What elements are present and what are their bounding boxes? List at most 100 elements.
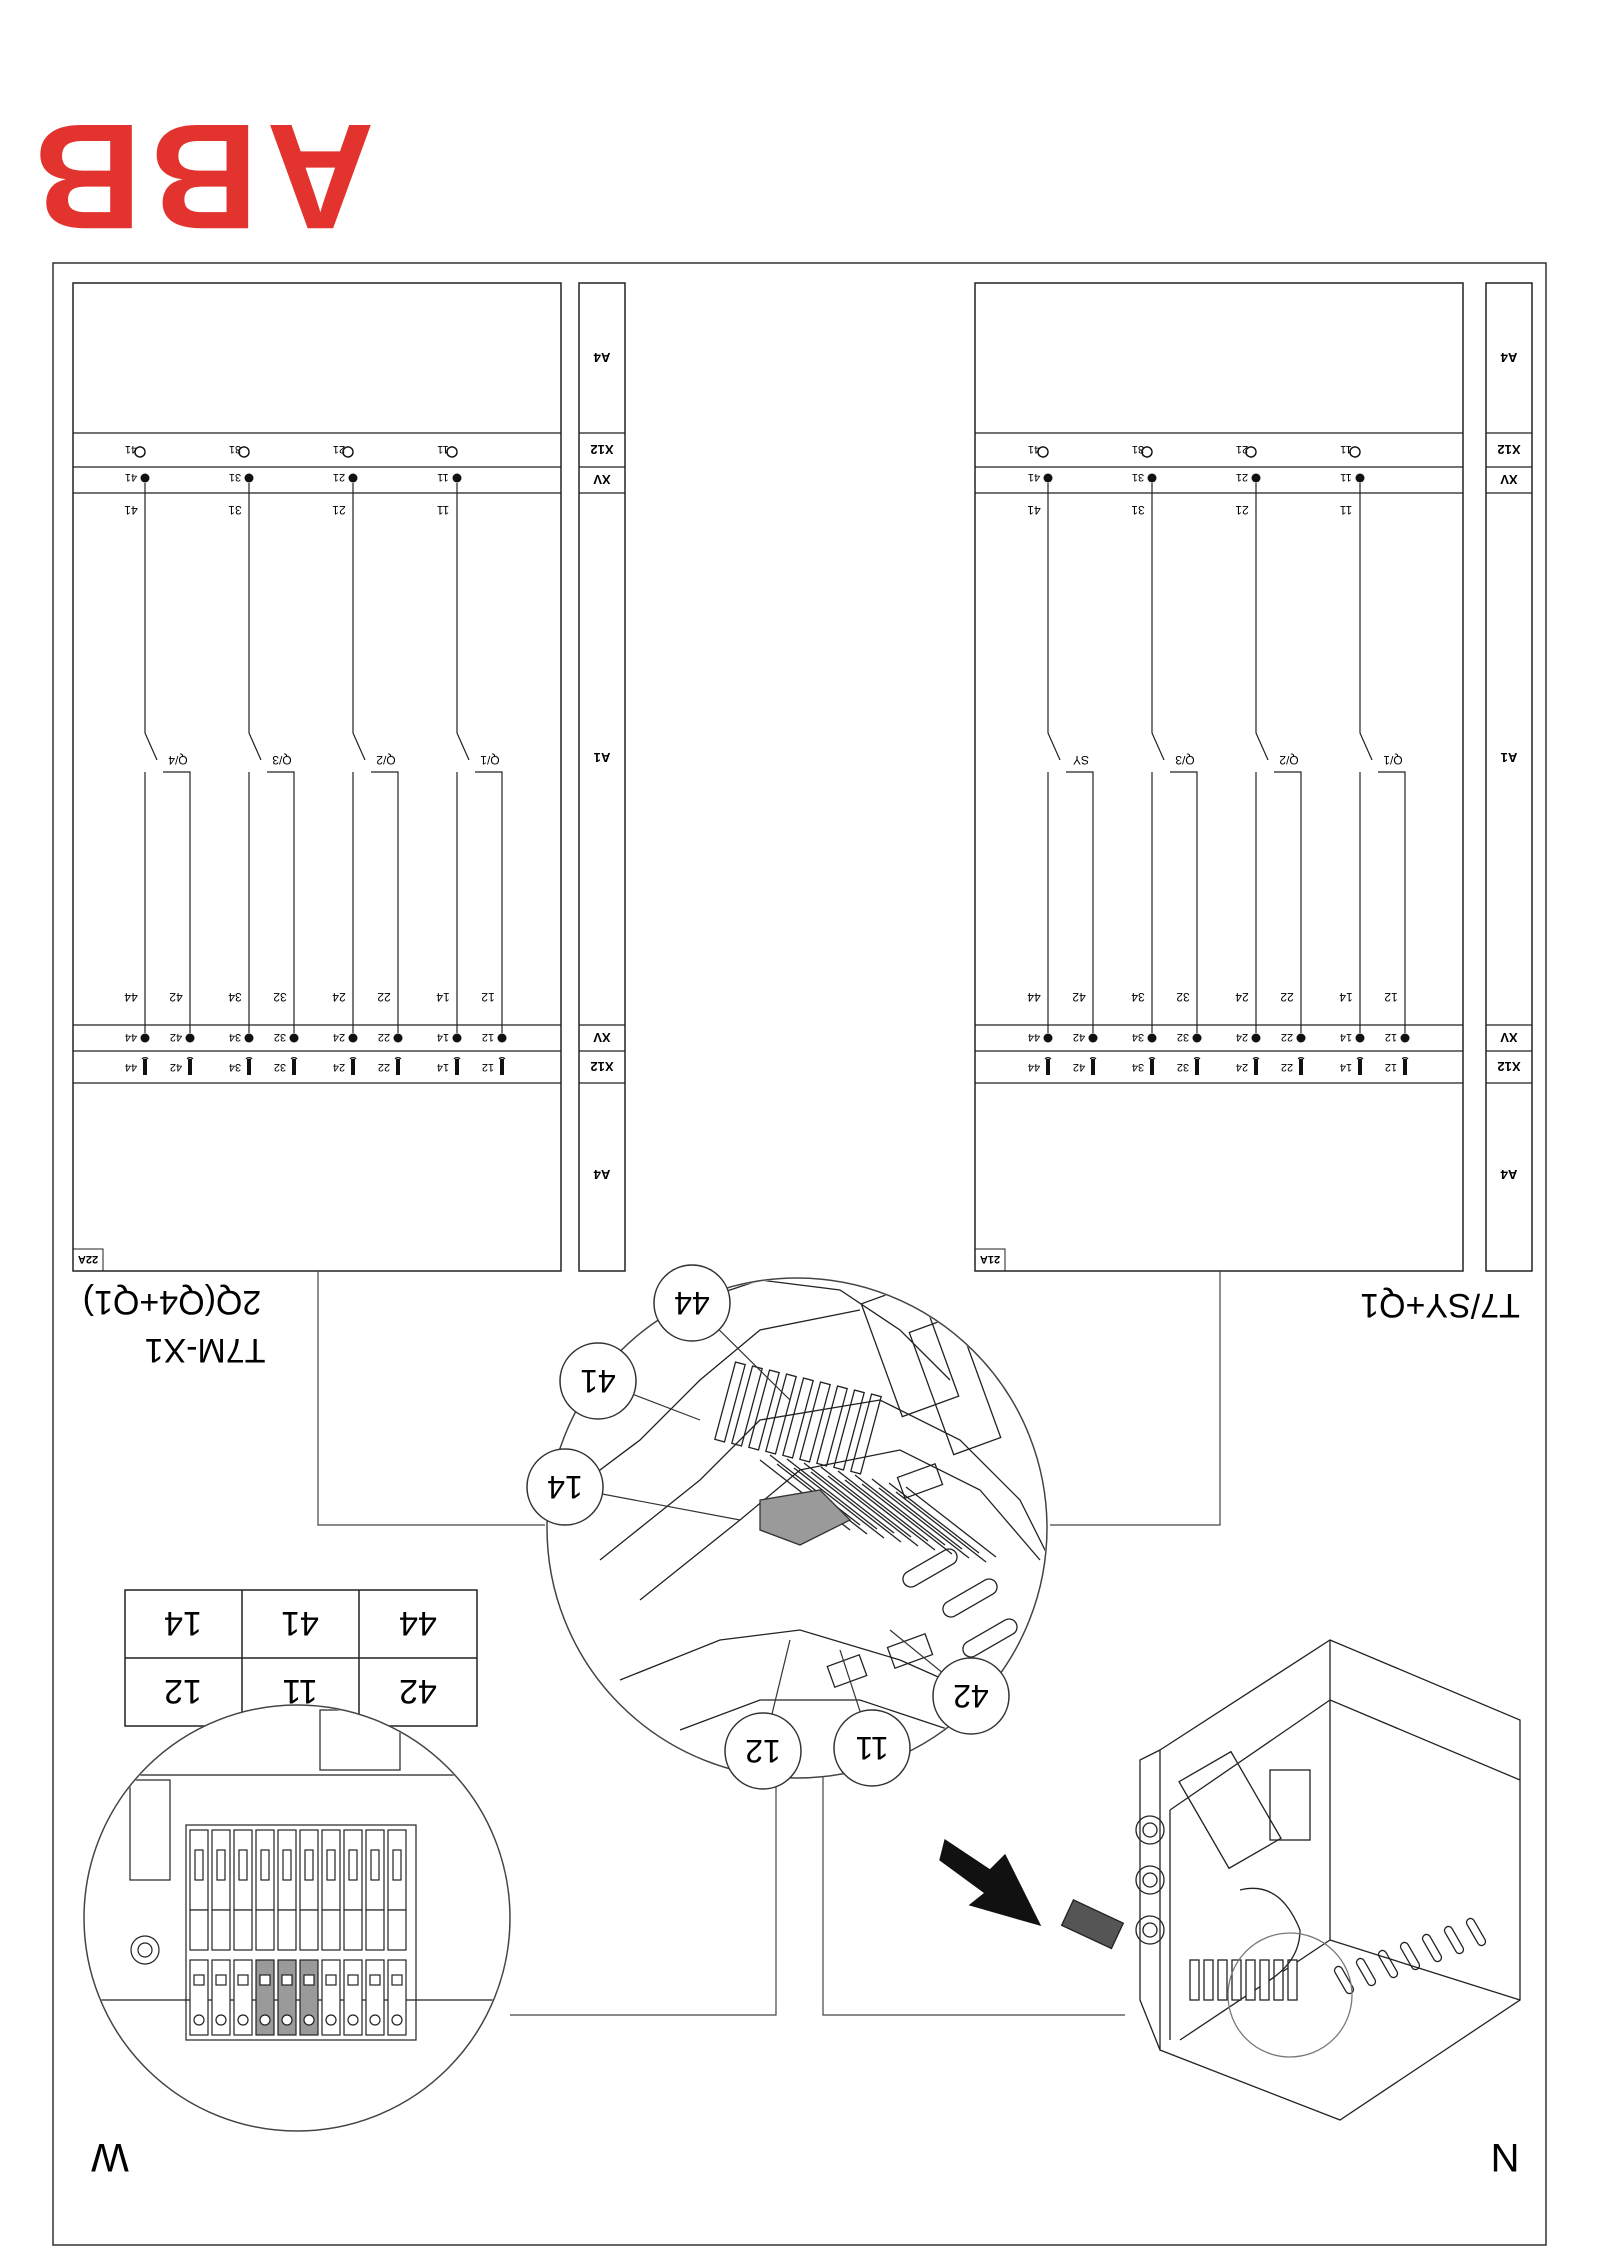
callout-label: 44 (674, 1285, 710, 1321)
corner-label-left: W (91, 2135, 129, 2179)
logo-text: ABB (26, 93, 375, 261)
terminal-label: 22 (1281, 1061, 1293, 1073)
terminal-label: 42 (1073, 1031, 1085, 1043)
breaker-illustration (939, 1639, 1521, 2121)
terminal-label: 12 (482, 1061, 494, 1073)
page-frame (52, 262, 1547, 2246)
row-label-xv-bottom: XV (1500, 1030, 1518, 1045)
wire-label: 32 (273, 990, 287, 1004)
wire-label: 21 (1235, 503, 1249, 517)
contact-name: Q/2 (376, 753, 396, 767)
sheet-id: 21A (980, 1253, 1000, 1265)
terminal-label: 31 (1132, 471, 1144, 483)
terminal-label: 42 (170, 1061, 182, 1073)
contact-name: Q/1 (1383, 753, 1403, 767)
row-label-middle: A1 (1501, 750, 1518, 765)
terminal-label: 32 (274, 1061, 286, 1073)
row-label-xv: XV (593, 472, 611, 487)
row-label-top: A4 (593, 350, 610, 365)
callout-label: 12 (745, 1733, 781, 1769)
terminal-label: 44 (1028, 1061, 1040, 1073)
abb-logo: ABB (26, 93, 375, 261)
wire-label: 12 (481, 990, 495, 1004)
contact-name: Q/2 (1279, 753, 1299, 767)
row-label-top: A4 (1500, 350, 1517, 365)
row-label-x12-bottom: X12 (590, 1059, 613, 1074)
leader-lines (317, 1271, 1221, 2016)
terminal-label: 44 (125, 1031, 137, 1043)
wire-label: 41 (1027, 503, 1041, 517)
terminal-label: 42 (170, 1031, 182, 1043)
terminal-label: 21 (1236, 443, 1248, 455)
wire-label: 21 (332, 503, 346, 517)
terminal-label: 44 (125, 1061, 137, 1073)
terminal-label: 14 (1340, 1031, 1352, 1043)
caption: T7/SY+Q1 (1360, 1286, 1520, 1324)
row-label-bottom: A4 (593, 1167, 610, 1182)
wire-label: 42 (169, 990, 183, 1004)
terminal-label: 22 (1281, 1031, 1293, 1043)
wire-label: 22 (1280, 990, 1294, 1004)
sheet-id: 22A (78, 1253, 98, 1265)
wire-label: 34 (228, 990, 242, 1004)
row-label-x12: X12 (590, 442, 613, 457)
callout-label: 14 (547, 1469, 583, 1505)
row-label-xv-bottom: XV (593, 1030, 611, 1045)
terminal-label: 24 (1236, 1061, 1248, 1073)
terminal-label: 34 (229, 1031, 241, 1043)
terminal-label: 21 (333, 471, 345, 483)
wire-label: 34 (1131, 990, 1145, 1004)
terminal-label: 11 (1340, 471, 1351, 483)
contact-name: Q/3 (272, 753, 292, 767)
wire-label: 44 (1027, 990, 1041, 1004)
terminal-label: 14 (437, 1031, 449, 1043)
corner-label-right: N (1491, 2135, 1520, 2179)
wire-label: 31 (228, 503, 242, 517)
callout-42: 42 (889, 1629, 1010, 1735)
wire-label: 24 (332, 990, 346, 1004)
terminal-label: 32 (274, 1031, 286, 1043)
wire-label: 24 (1235, 990, 1249, 1004)
terminal-label: 22 (378, 1031, 390, 1043)
contact-name: Q/4 (168, 753, 188, 767)
terminal-label: 14 (437, 1061, 449, 1073)
callout-14: 14 (526, 1448, 741, 1526)
wire-label: 14 (436, 990, 450, 1004)
terminal-label: 34 (229, 1061, 241, 1073)
callout-44: 44 (653, 1264, 791, 1401)
row-label-x12-bottom: X12 (1497, 1059, 1520, 1074)
terminal-label: 12 (1385, 1031, 1397, 1043)
terminal-label: 24 (1236, 1031, 1248, 1043)
terminal-label: 32 (1177, 1031, 1189, 1043)
contact-name: SY (1073, 753, 1089, 767)
callout-label: 11 (855, 1730, 888, 1766)
wire-label: 42 (1072, 990, 1086, 1004)
terminal-label: 11 (1340, 443, 1351, 455)
terminal-label: 41 (125, 443, 137, 455)
right-diagram: A4 X12 XV A1 XV X12 A4 21A T7/SY+Q1 4141… (974, 282, 1533, 1324)
wire-label: 31 (1131, 503, 1145, 517)
contact-name: Q/1 (480, 753, 500, 767)
table-cell: 14 (164, 1604, 202, 1642)
table-cell: 11 (282, 1672, 317, 1710)
terminal-label: 12 (1385, 1061, 1397, 1073)
terminal-label: 12 (482, 1031, 494, 1043)
callout-41: 41 (559, 1342, 701, 1421)
terminal-label: 32 (1177, 1061, 1189, 1073)
terminal-label: 11 (437, 471, 448, 483)
table-cell: 42 (399, 1672, 437, 1710)
table-cell: 12 (164, 1672, 202, 1710)
terminal-label: 41 (1028, 471, 1040, 483)
terminal-label: 11 (437, 443, 448, 455)
terminal-label: 24 (333, 1031, 345, 1043)
terminal-label: 34 (1132, 1031, 1144, 1043)
wire-label: 14 (1339, 990, 1353, 1004)
callout-11: 11 (833, 1649, 911, 1787)
terminal-label: 31 (229, 443, 241, 455)
